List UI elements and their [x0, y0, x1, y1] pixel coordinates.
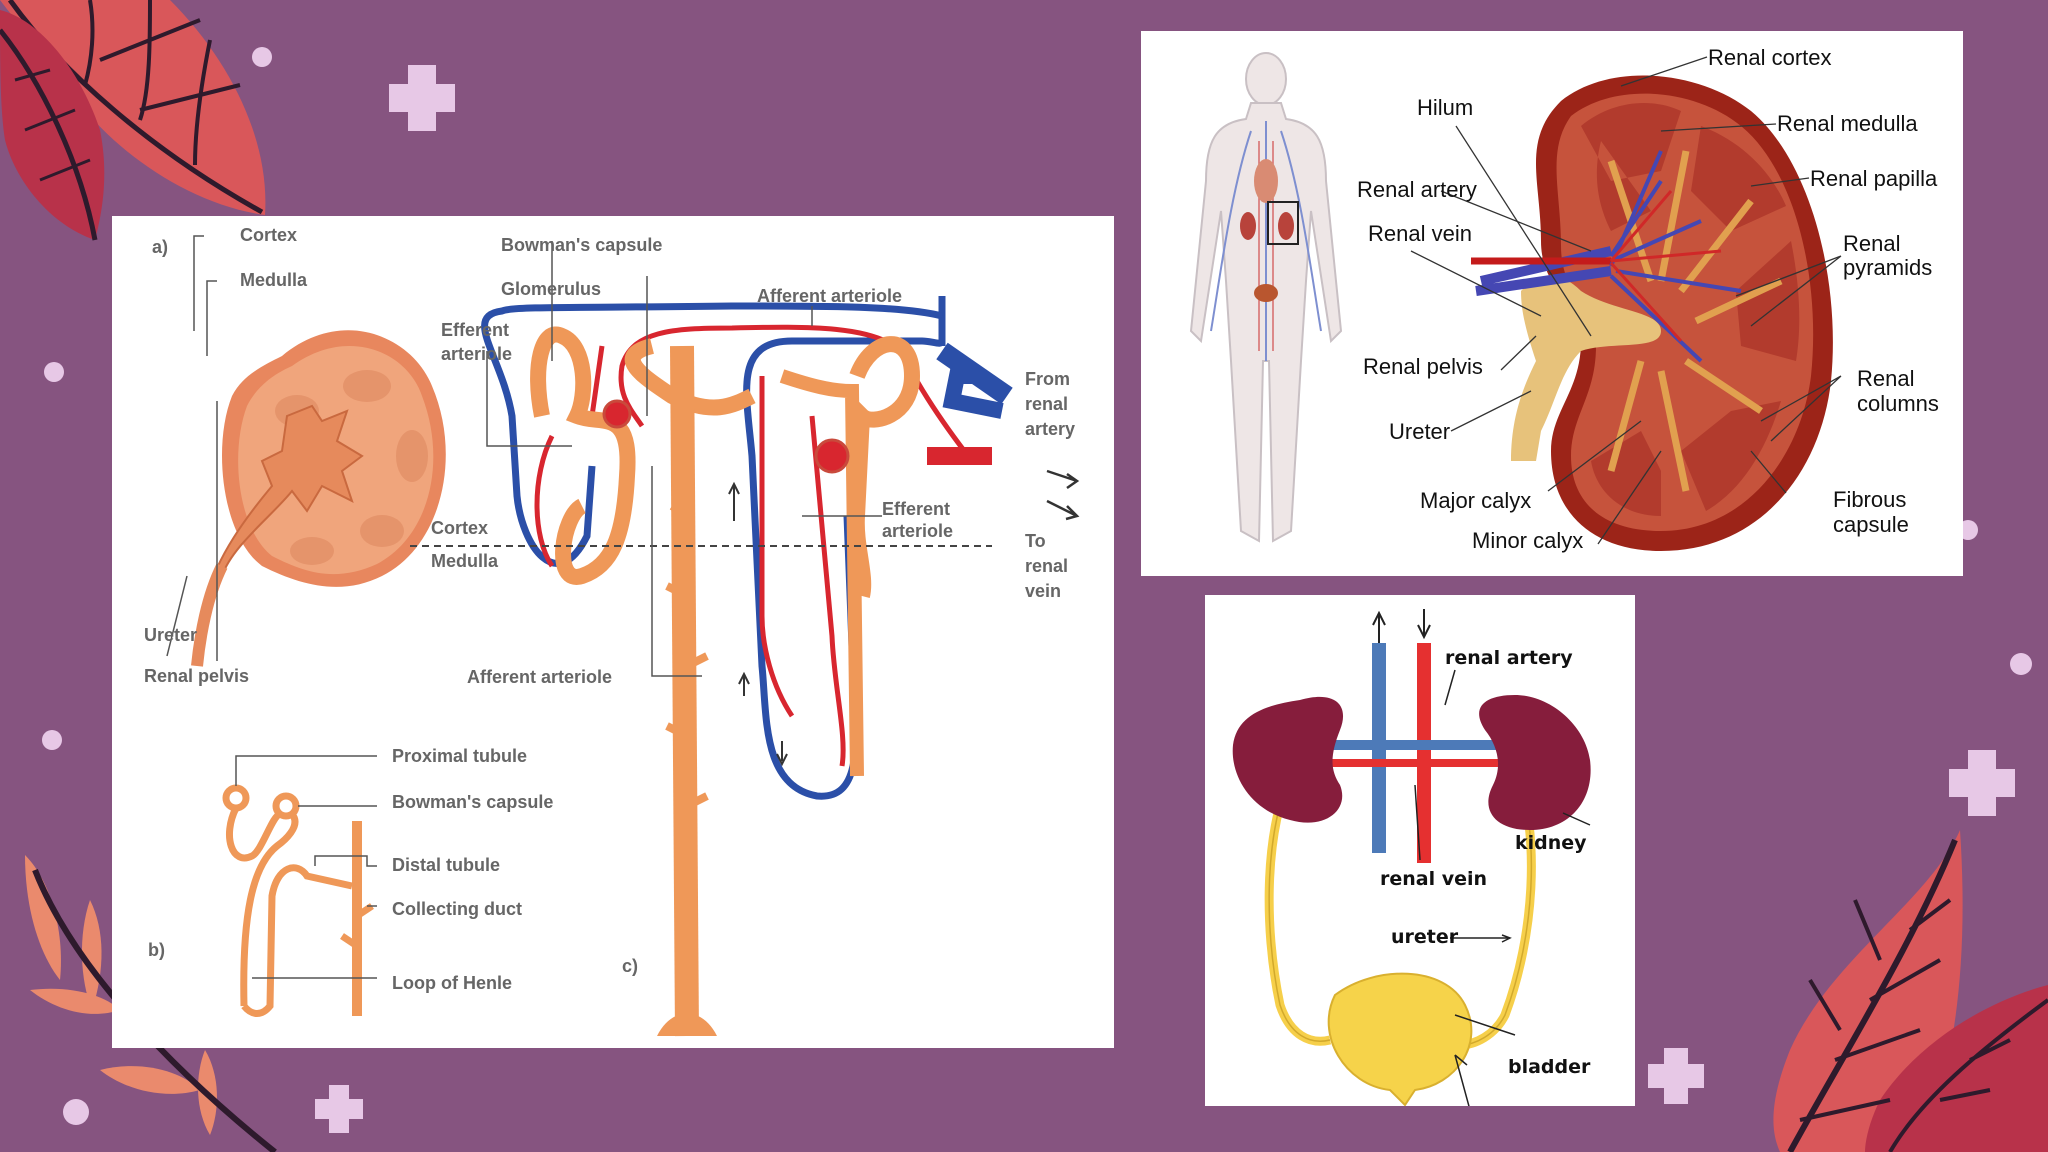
collecting-duct-label: Collecting duct	[392, 899, 522, 919]
hilum-label: Hilum	[1417, 95, 1474, 120]
dot-sparkle-icon	[63, 1099, 89, 1125]
anatomy-leaders	[1410, 56, 1842, 545]
leaf-icon	[0, 0, 266, 215]
to-renal-vein-label-line2: renal	[1025, 556, 1069, 576]
renal-pelvis-label: Renal pelvis	[1363, 354, 1483, 379]
from-renal-artery-label-line3: artery	[1025, 419, 1076, 439]
part-c-label: c)	[622, 956, 639, 976]
plus-sparkle-icon	[1949, 750, 2015, 816]
major-calyx-label: Major calyx	[1420, 488, 1532, 513]
fibrous-capsule-label-line2: capsule	[1833, 512, 1909, 537]
proximal-tubule-label: Proximal tubule	[392, 746, 528, 766]
to-renal-vein-label-line3: vein	[1025, 581, 1062, 601]
kidney-zoom-box	[1267, 201, 1299, 245]
artery-trunk	[1417, 643, 1431, 863]
to-renal-vein-label-line1: To	[1025, 531, 1046, 551]
cortex-label: Cortex	[240, 225, 298, 245]
plus-sparkle-icon	[315, 1085, 363, 1133]
minor-calyx-label: Minor calyx	[1472, 528, 1584, 553]
bladder-shape	[1327, 972, 1473, 1106]
leaf-icon	[0, 10, 105, 241]
left-kidney-shape	[1232, 696, 1344, 823]
bowmans-capsule-top-label: Bowman's capsule	[501, 235, 663, 255]
kidney-anatomy-panel: Renal cortex Hilum Renal medulla Renal a…	[1141, 31, 1963, 576]
dot-sparkle-icon	[2010, 653, 2032, 675]
plus-sparkle-icon	[1648, 1048, 1704, 1104]
renal-pyramids-label-line1: Renal	[1843, 231, 1901, 256]
fibrous-capsule-label-line1: Fibrous	[1833, 487, 1907, 512]
ureter-label: Ureter	[1389, 419, 1451, 444]
nephron-outline-leaders	[235, 755, 377, 979]
dot-sparkle-icon	[42, 730, 62, 750]
kidney-label: kidney	[1515, 832, 1587, 854]
distal-tubule-label: Distal tubule	[392, 855, 501, 875]
urinary-system-panel: renal artery kidney renal vein ureter bl…	[1205, 595, 1635, 1106]
renal-medulla-label: Renal medulla	[1777, 111, 1918, 136]
right-kidney-shape	[1479, 695, 1591, 830]
efferent-arteriole-right-label-line2: arteriole	[882, 521, 954, 541]
renal-columns-label-line1: Renal	[1857, 366, 1915, 391]
bowmans-capsule-label: Bowman's capsule	[392, 792, 554, 812]
dot-sparkle-icon	[1958, 520, 1978, 540]
renal-pyramids-label-line2: pyramids	[1843, 255, 1933, 280]
ureter-label: ureter	[1391, 926, 1459, 948]
bladder-label: bladder	[1508, 1056, 1591, 1078]
efferent-arteriole-top-label-line1: Efferent	[441, 320, 510, 340]
efferent-arteriole-right-label-line1: Efferent	[882, 499, 951, 519]
renal-pelvis-label: Renal pelvis	[144, 666, 250, 686]
medulla-zone-label: Medulla	[431, 551, 499, 571]
efferent-arteriole-top-label-line2: arteriole	[441, 344, 513, 364]
kidney-anatomy-art	[1189, 52, 1842, 552]
from-renal-artery-label-line1: From	[1025, 369, 1070, 389]
kidney-cross-section	[166, 235, 446, 667]
from-renal-artery-label-line2: renal	[1025, 394, 1069, 414]
nephron-outline	[222, 784, 374, 1017]
ureter-label: Ureter	[144, 625, 198, 645]
dot-sparkle-icon	[44, 362, 64, 382]
glomerulus-label: Glomerulus	[501, 279, 602, 299]
renal-vein-label: Renal vein	[1368, 221, 1472, 246]
urinary-system-art	[1232, 609, 1591, 1106]
renal-vein-label: renal vein	[1380, 868, 1488, 890]
nephron-detail	[410, 241, 1080, 1037]
afferent-arteriole-top-label: Afferent arteriole	[757, 286, 903, 306]
renal-artery-label: renal artery	[1445, 647, 1573, 669]
renal-columns-label-line2: columns	[1857, 391, 1939, 416]
renal-cortex-label: Renal cortex	[1708, 45, 1832, 70]
nephron-diagram-panel: a) Cortex Medulla Ureter Renal pelvis b)…	[112, 216, 1114, 1048]
leaf-icon	[1773, 830, 2048, 1152]
nephron-diagram-art	[166, 235, 1080, 1037]
afferent-arteriole-bottom-label: Afferent arteriole	[467, 667, 613, 687]
part-b-label: b)	[148, 940, 165, 960]
part-a-label: a)	[152, 237, 169, 257]
cortex-zone-label: Cortex	[431, 518, 489, 538]
renal-artery-label: Renal artery	[1357, 177, 1477, 202]
kidney-section	[1471, 75, 1833, 552]
plus-sparkle-icon	[389, 65, 455, 131]
dot-sparkle-icon	[252, 47, 272, 67]
medulla-label: Medulla	[240, 270, 308, 290]
loop-of-henle-label: Loop of Henle	[392, 973, 512, 993]
renal-papilla-label: Renal papilla	[1810, 166, 1938, 191]
